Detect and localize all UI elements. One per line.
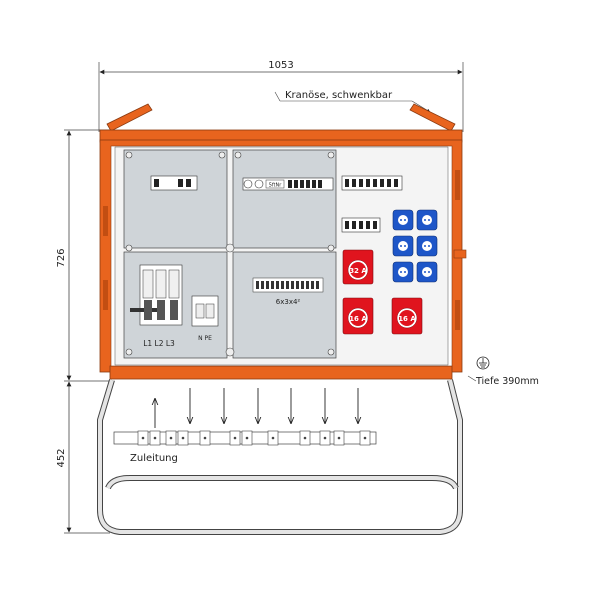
depth-annotation: Tiefe 390mm bbox=[467, 356, 539, 387]
crane-eye-label: Kranöse, schwenkbar bbox=[285, 90, 393, 101]
cee-32a-label: 32 A bbox=[349, 267, 367, 275]
cee-socket-16a-left: 16 A bbox=[342, 297, 374, 335]
dimension-width-label: 1053 bbox=[268, 60, 293, 71]
stand-frame bbox=[97, 379, 463, 535]
cee-16a-right-label: 16 A bbox=[398, 315, 416, 323]
panel-meter-top-right: 5ftNr bbox=[242, 177, 334, 191]
panel-terminal-block: 6x3x4² bbox=[252, 277, 324, 306]
panel-main-switch: L1 L2 L3 N PE bbox=[130, 264, 219, 348]
cee-16a-left-label: 16 A bbox=[349, 315, 367, 323]
earth-icon bbox=[476, 356, 490, 370]
terminal-block-label: 6x3x4² bbox=[276, 298, 301, 306]
phases-label: L1 L2 L3 bbox=[143, 339, 175, 348]
crane-eyes bbox=[106, 103, 456, 132]
schuko-sockets bbox=[392, 209, 438, 283]
depth-label: Tiefe 390mm bbox=[475, 376, 539, 387]
cee-socket-16a-right: 16 A bbox=[391, 297, 423, 335]
neutral-pe-label: N PE bbox=[198, 335, 212, 342]
cee-socket-32a: 32 A bbox=[342, 249, 374, 285]
meter-label: 5ftNr bbox=[269, 183, 283, 189]
panel-breakers-top-left bbox=[150, 175, 198, 191]
panel-grid bbox=[123, 149, 337, 359]
cable-arrows bbox=[155, 388, 358, 428]
dimension-width: 1053 bbox=[98, 60, 464, 132]
dimension-stand-height: 452 bbox=[56, 381, 110, 534]
dimension-cabinet-height-label: 726 bbox=[56, 248, 67, 267]
dimension-stand-height-label: 452 bbox=[56, 448, 67, 467]
cable-rail bbox=[113, 430, 377, 446]
right-breakers bbox=[341, 175, 403, 233]
crane-eye-annotation: Kranöse, schwenkbar bbox=[274, 90, 431, 113]
supply-label: Zuleitung bbox=[130, 453, 178, 464]
